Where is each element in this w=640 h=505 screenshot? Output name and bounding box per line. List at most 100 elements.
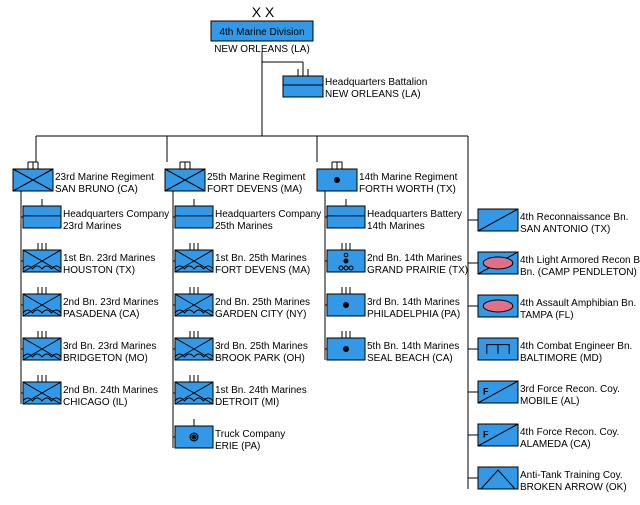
independent-unit[interactable]: 4th Assault Amphibian Bn.TAMPA (FL) — [477, 294, 636, 321]
unit-location: BRIDGETON (MO) — [63, 353, 148, 364]
unit-name: Headquarters Company — [215, 209, 321, 220]
amphibious-wave — [174, 353, 214, 358]
infantry-cross-line — [174, 249, 214, 273]
engineer-icon — [486, 344, 510, 354]
hq-battalion-name: Headquarters Battalion — [325, 77, 427, 88]
infantry-cross-line — [22, 381, 62, 405]
unit-location: BROKEN ARROW (OK) — [520, 482, 627, 493]
unit-name: 1st Bn. 25th Marines — [215, 253, 307, 264]
recon-slash-line — [477, 423, 519, 447]
unit-location: CHICAGO (IL) — [63, 397, 127, 408]
unit-location: 25th Marines — [215, 221, 273, 232]
wheel-icon — [343, 265, 349, 271]
infantry-cross-line — [174, 381, 214, 405]
unit-location: SAN BRUNO (CA) — [55, 184, 138, 195]
division-name: 4th Marine Division — [219, 27, 304, 38]
independent-unit[interactable]: 4th Light Armored Recon Bn.Bn. (CAMP PEN… — [477, 251, 640, 278]
unit-location: HOUSTON (TX) — [63, 265, 135, 276]
amphibious-wave — [22, 265, 62, 270]
artillery-ring-icon — [343, 252, 349, 258]
unit-location: PHILADELPHIA (PA) — [367, 309, 460, 320]
unit-name: 2nd Bn. 14th Marines — [367, 253, 462, 264]
wheel-icon — [338, 265, 344, 271]
recon-slash-line — [477, 380, 519, 404]
division-echelon: X X — [252, 4, 275, 20]
unit-symbol-frame — [326, 205, 366, 229]
unit-name: Headquarters Battery — [367, 209, 462, 220]
unit-location: GARDEN CITY (NY) — [215, 309, 307, 320]
armor-oval-icon — [482, 299, 514, 313]
wheel-icon — [348, 265, 354, 271]
independent-unit[interactable]: F 4th Force Recon. Coy.ALAMEDA (CA) — [477, 423, 619, 450]
unit-location: PASADENA (CA) — [63, 309, 140, 320]
unit-location: BROOK PARK (OH) — [215, 353, 305, 364]
unit-name: 2nd Bn. 23rd Marines — [63, 297, 159, 308]
amphibious-wave — [174, 265, 214, 270]
antitank-icon — [480, 469, 516, 490]
unit-location: SAN ANTONIO (TX) — [520, 224, 610, 235]
force-recon-letter: F — [483, 430, 489, 440]
infantry-cross-line — [22, 249, 62, 273]
artillery-dot-icon — [343, 258, 349, 264]
artillery-dot-icon — [343, 346, 349, 352]
unit-location: 23rd Marines — [63, 221, 121, 232]
connector-lines — [20, 52, 478, 489]
infantry-cross-line — [22, 337, 62, 361]
infantry-cross-line — [164, 168, 206, 192]
unit-name: 3rd Bn. 23rd Marines — [63, 341, 156, 352]
independent-unit[interactable]: 4th Combat Engineer Bn.BALTIMORE (MD) — [477, 337, 632, 364]
unit-name: 5th Bn. 14th Marines — [367, 341, 459, 352]
unit-name: 14th Marine Regiment — [359, 172, 458, 183]
amphibious-wave — [22, 397, 62, 402]
unit-name: 1st Bn. 23rd Marines — [63, 253, 155, 264]
hq-battalion-symbol — [282, 75, 324, 98]
unit-name: 3rd Bn. 25th Marines — [215, 341, 308, 352]
unit-location: FORT DEVENS (MA) — [215, 265, 310, 276]
unit-symbol-frame — [22, 205, 62, 229]
unit-location: 14th Marines — [367, 221, 425, 232]
unit-name: Truck Company — [215, 429, 285, 440]
division-box[interactable] — [210, 20, 314, 42]
independent-unit[interactable]: 4th Reconnaissance Bn.SAN ANTONIO (TX) — [477, 208, 628, 235]
unit-location: BALTIMORE (MD) — [520, 353, 602, 364]
hq-battalion-unit[interactable]: Headquarters Battalion NEW ORLEANS (LA) — [282, 69, 427, 100]
unit-name: 4th Reconnaissance Bn. — [520, 212, 628, 223]
unit-symbol-frame — [174, 205, 214, 229]
unit-name: 4th Force Recon. Coy. — [520, 427, 619, 438]
unit-location: ERIE (PA) — [215, 441, 260, 452]
amphibious-wave — [22, 309, 62, 314]
unit-name: Anti-Tank Training Coy. — [520, 470, 623, 481]
unit-location: DETROIT (MI) — [215, 397, 279, 408]
unit-location: SEAL BEACH (CA) — [367, 353, 453, 364]
division-location: NEW ORLEANS (LA) — [214, 44, 310, 55]
unit-location: ALAMEDA (CA) — [520, 439, 591, 450]
unit-location: GRAND PRAIRIE (TX) — [367, 265, 468, 276]
force-recon-letter: F — [483, 387, 489, 397]
armor-oval-icon — [482, 256, 514, 270]
independent-unit[interactable]: Anti-Tank Training Coy.BROKEN ARROW (OK) — [477, 466, 627, 493]
unit-name: 2nd Bn. 25th Marines — [215, 297, 310, 308]
unit-name: Headquarters Company — [63, 209, 169, 220]
unit-name: 4th Assault Amphibian Bn. — [520, 298, 636, 309]
infantry-cross-line — [174, 293, 214, 317]
